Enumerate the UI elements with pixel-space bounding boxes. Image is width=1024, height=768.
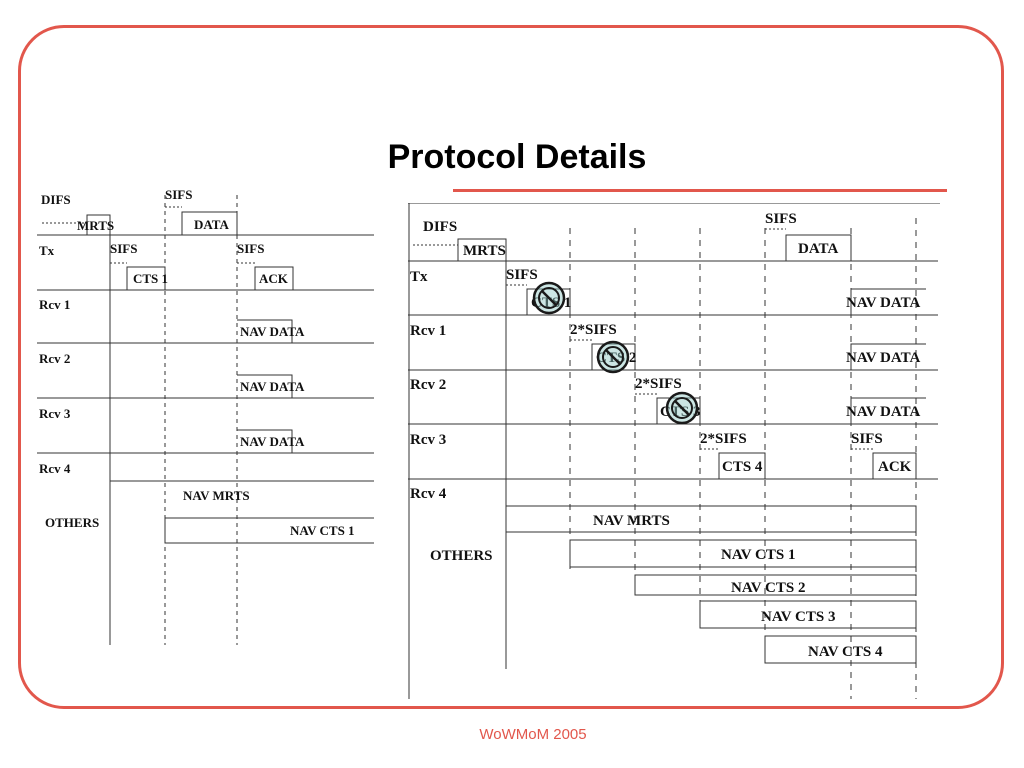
- right-ack-label: ACK: [878, 459, 912, 475]
- left-nav-data-1: NAV DATA: [240, 324, 305, 339]
- right-difs-label: DIFS: [423, 219, 457, 235]
- right-nav-cts2: NAV CTS 2: [731, 580, 805, 596]
- slide-title: Protocol Details: [387, 138, 647, 176]
- left-row-tx: Tx: [39, 243, 55, 258]
- left-ack-label: ACK: [259, 271, 289, 286]
- left-data-label: DATA: [194, 217, 230, 232]
- left-nav-data-3: NAV DATA: [240, 434, 305, 449]
- right-nav-data-rcv2: NAV DATA: [846, 404, 920, 420]
- no-symbol-icon: [596, 340, 630, 374]
- right-row-rcv4: Rcv 4: [410, 486, 447, 502]
- right-data-label: DATA: [798, 241, 838, 257]
- left-row-rcv2: Rcv 2: [39, 351, 70, 366]
- right-nav-data-rcv1: NAV DATA: [846, 350, 920, 366]
- left-nav-mrts: NAV MRTS: [183, 488, 250, 503]
- left-sifs-cts-label: SIFS: [110, 241, 137, 256]
- right-sifs2-rcv2: 2*SIFS: [635, 376, 682, 392]
- right-row-rcv3: Rcv 3: [410, 432, 446, 448]
- left-cts1-label: CTS 1: [133, 271, 168, 286]
- right-nav-cts3: NAV CTS 3: [761, 609, 835, 625]
- right-cts4-label: CTS 4: [722, 459, 763, 475]
- slide-footer: WoWMoM 2005: [479, 726, 587, 743]
- right-nav-data-tx: NAV DATA: [846, 295, 920, 311]
- right-sifs-tx-label: SIFS: [506, 267, 538, 283]
- right-row-others: OTHERS: [430, 548, 493, 564]
- no-symbol-icon: [665, 391, 699, 425]
- left-difs-label: DIFS: [41, 192, 71, 207]
- right-row-rcv1: Rcv 1: [410, 323, 446, 339]
- left-sifs-ack-label: SIFS: [237, 241, 264, 256]
- right-nav-cts1: NAV CTS 1: [721, 547, 795, 563]
- right-sifs2-rcv3: 2*SIFS: [700, 431, 747, 447]
- right-row-tx: Tx: [410, 269, 428, 285]
- left-nav-cts1: NAV CTS 1: [290, 523, 355, 538]
- right-mrts-label: MRTS: [463, 243, 506, 259]
- left-row-rcv3: Rcv 3: [39, 406, 71, 421]
- left-nav-data-2: NAV DATA: [240, 379, 305, 394]
- right-timing-diagram: DIFS MRTS SIFS DATA Tx SIFS CTS 1 NAV DA…: [408, 203, 940, 699]
- left-row-rcv1: Rcv 1: [39, 297, 70, 312]
- right-sifs2-rcv1: 2*SIFS: [570, 322, 617, 338]
- left-mrts-label: MRTS: [77, 218, 114, 233]
- right-sifs-ack-label: SIFS: [851, 431, 883, 447]
- left-timing-diagram: DIFS MRTS SIFS DATA Tx SIFS CTS 1 SIFS A…: [37, 187, 374, 645]
- left-row-others: OTHERS: [45, 515, 99, 530]
- right-row-rcv2: Rcv 2: [410, 377, 446, 393]
- slide-frame: [18, 25, 1004, 709]
- no-symbol-icon: [532, 281, 566, 315]
- right-nav-mrts: NAV MRTS: [593, 513, 670, 529]
- right-nav-cts4: NAV CTS 4: [808, 644, 883, 660]
- left-row-rcv4: Rcv 4: [39, 461, 71, 476]
- right-sifs-data-label: SIFS: [765, 211, 797, 227]
- left-sifs-data-label: SIFS: [165, 187, 192, 202]
- title-underline: [453, 189, 947, 192]
